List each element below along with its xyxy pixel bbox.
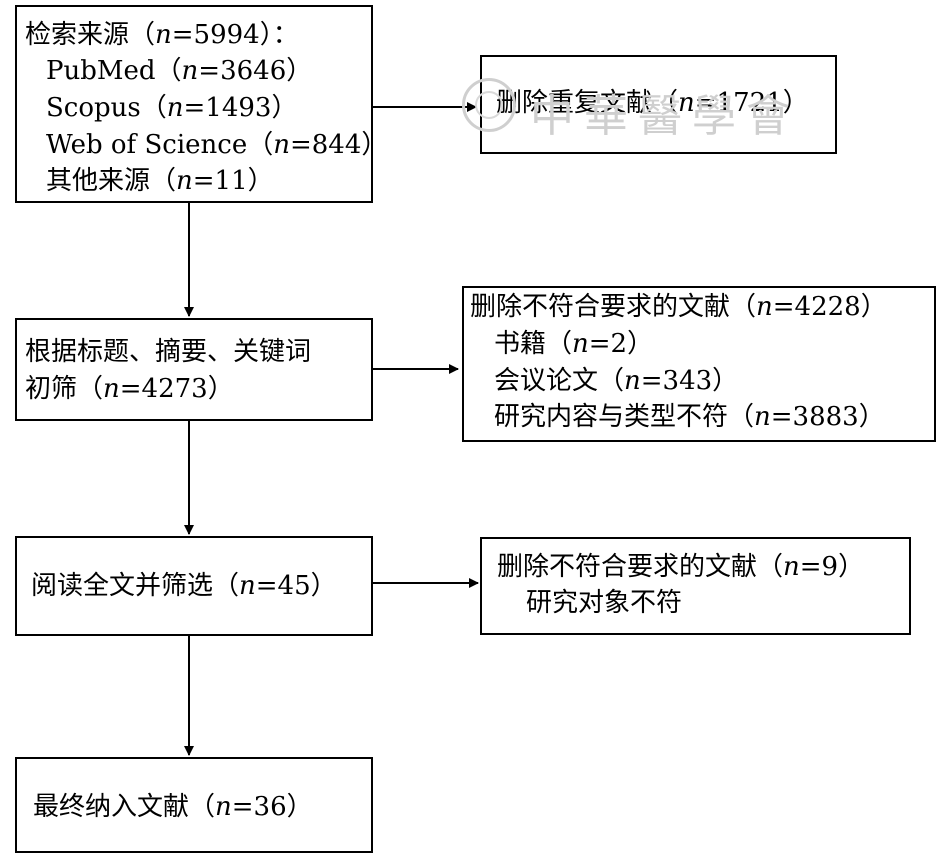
duplicates-box: 删除重复文献（n=1721） xyxy=(480,55,837,154)
search-total-line: 检索来源（n=5994）： xyxy=(25,20,299,50)
source-scopus: Scopus（n=1493） xyxy=(46,93,298,123)
title-screen-line2: 初筛（n=4273） xyxy=(25,374,234,404)
source-pubmed: PubMed（n=3646） xyxy=(46,56,313,86)
source-web-of-science: Web of Science（n=844） xyxy=(46,130,388,160)
duplicates-line: 删除重复文献（n=1721） xyxy=(496,88,809,118)
exclude1-books: 书籍（n=2） xyxy=(494,329,654,359)
search-sources-box: 检索来源（n=5994）： PubMed（n=3646） Scopus（n=14… xyxy=(15,5,387,203)
exclude2-reason: 研究对象不符 xyxy=(526,588,683,618)
included-box: 最终纳入文献（n=36） xyxy=(15,757,373,853)
exclude1-mismatch: 研究内容与类型不符（n=3883） xyxy=(494,402,885,432)
fulltext-line: 阅读全文并筛选（n=45） xyxy=(31,571,337,601)
title-screen-box: 根据标题、摘要、关键词 初筛（n=4273） xyxy=(15,318,373,421)
title-screen-line1: 根据标题、摘要、关键词 xyxy=(25,337,312,367)
exclude1-conference: 会议论文（n=343） xyxy=(494,366,739,396)
exclude1-total-line: 删除不符合要求的文献（n=4228） xyxy=(470,292,887,322)
exclude1-box: 删除不符合要求的文献（n=4228） 书籍（n=2） 会议论文（n=343） 研… xyxy=(462,286,936,442)
fulltext-box: 阅读全文并筛选（n=45） xyxy=(15,536,373,636)
exclude2-total-line: 删除不符合要求的文献（n=9） xyxy=(497,552,865,582)
included-line: 最终纳入文献（n=36） xyxy=(33,792,313,822)
exclude2-box: 删除不符合要求的文献（n=9） 研究对象不符 xyxy=(480,537,911,635)
source-other: 其他来源（n=11） xyxy=(46,166,274,196)
